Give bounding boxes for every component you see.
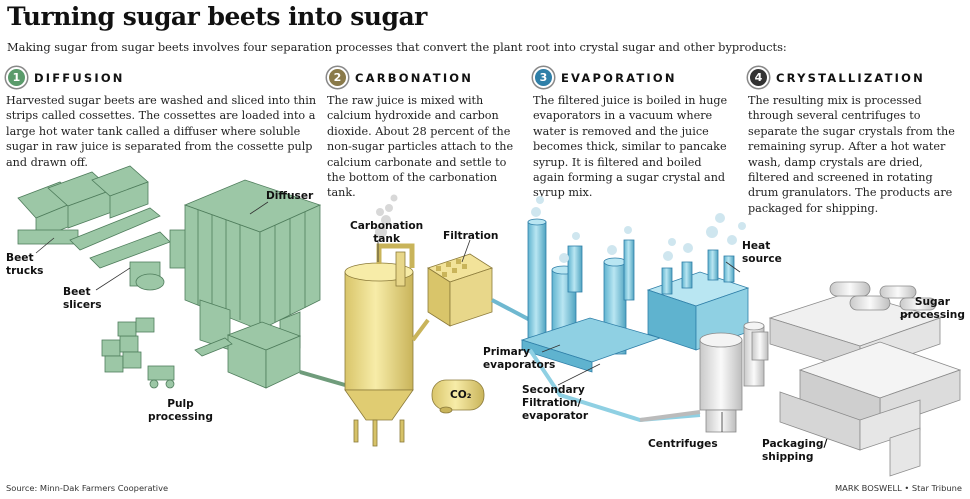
page-subtitle: Making sugar from sugar beets involves f…	[7, 40, 787, 54]
step-3-title: EVAPORATION	[561, 70, 677, 85]
label-filtration: Filtration	[443, 230, 499, 242]
step-4-title: CRYSTALLIZATION	[776, 70, 925, 85]
author-credit: MARK BOSWELL • Star Tribune	[835, 483, 962, 493]
step-2-header: 2 CARBONATION	[327, 67, 473, 88]
step-2-text: The raw juice is mixed with calcium hydr…	[327, 94, 514, 200]
label-diffuser: Diffuser	[266, 190, 314, 202]
co2-tank	[431, 379, 485, 414]
step-4-header: 4 CRYSTALLIZATION	[748, 67, 925, 88]
trucks-packaging	[779, 341, 962, 477]
centrifuges	[699, 321, 765, 433]
diffusion-equipment	[17, 165, 346, 389]
step-3-text: The filtered juice is boiled in huge eva…	[533, 94, 728, 200]
step-2-badge: 2	[327, 67, 348, 88]
leader-lines	[35, 201, 913, 432]
step-3-badge: 3	[533, 67, 554, 88]
step-3-header: 3 EVAPORATION	[533, 67, 677, 88]
step-4-text: The resulting mix is processed through s…	[748, 94, 955, 215]
label-secondary-filtration-evaporator: Secondary Filtration/ evaporator	[522, 384, 589, 422]
step-2-title: CARBONATION	[355, 70, 474, 85]
crystallization-equipment	[639, 281, 962, 477]
step-1-text: Harvested sugar beets are washed and sli…	[6, 94, 317, 169]
steam-carbonation	[375, 194, 398, 238]
label-beet-slicers: Beet slicers	[63, 286, 102, 311]
label-beet-trucks: Beet trucks	[6, 252, 44, 277]
label-sugar-processing: Sugar processing	[900, 296, 965, 321]
step-1-header: 1 DIFFUSION	[6, 67, 125, 88]
label-primary-evaporators: Primary evaporators	[483, 346, 556, 371]
label-heat-source: Heat source	[742, 240, 782, 265]
step-1-title: DIFFUSION	[34, 70, 125, 85]
carbonation-equipment	[344, 243, 531, 447]
page-title: Turning sugar beets into sugar	[7, 2, 427, 31]
source-credit: Source: Minn-Dak Farmers Cooperative	[6, 483, 169, 493]
beet-trucks	[17, 165, 149, 245]
steam-evaporation	[531, 196, 746, 263]
label-co2: CO₂	[450, 389, 472, 401]
label-pulp-processing: Pulp processing	[148, 398, 213, 423]
label-packaging-shipping: Packaging/ shipping	[762, 438, 828, 463]
label-carbonation-tank: Carbonation tank	[350, 220, 424, 245]
pulp-bales	[101, 317, 175, 389]
step-1-badge: 1	[6, 67, 27, 88]
filtration-unit	[427, 253, 493, 327]
label-centrifuges: Centrifuges	[648, 438, 718, 450]
carbonation-tank	[344, 243, 415, 447]
step-4-badge: 4	[748, 67, 769, 88]
